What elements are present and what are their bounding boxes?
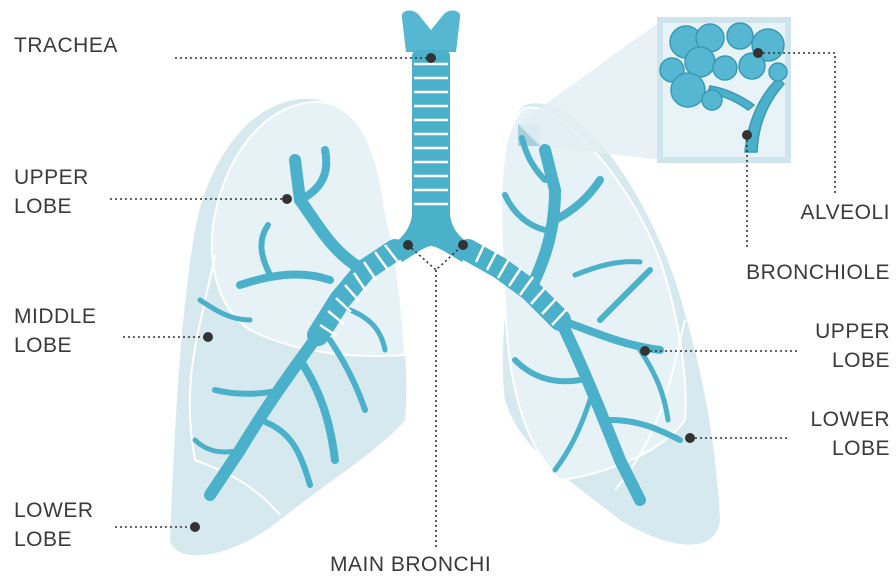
dot-main-bronchi-left [403, 240, 413, 250]
dot-trachea [426, 53, 436, 63]
dot-right-lower-lobe [685, 433, 695, 443]
dot-left-upper-lobe [282, 194, 292, 204]
trachea [392, 11, 472, 262]
dot-left-lower-lobe [190, 522, 200, 532]
label-alveoli-text: ALVEOLI [801, 201, 891, 224]
label-left-middle-lobe-line1: MIDDLE [14, 302, 96, 331]
label-trachea: TRACHEA [14, 31, 118, 60]
label-right-lower-lobe-line2: LOBE [810, 434, 890, 463]
label-left-upper-lobe-line2: LOBE [14, 192, 89, 221]
label-right-upper-lobe-line1: UPPER [815, 317, 890, 346]
label-left-middle-lobe-line2: LOBE [14, 331, 96, 360]
label-left-upper-lobe-line1: UPPER [14, 163, 89, 192]
dot-left-middle-lobe [203, 332, 213, 342]
label-left-lower-lobe-line1: LOWER [14, 496, 94, 525]
label-left-lower-lobe: LOWER LOBE [14, 496, 94, 554]
label-bronchiole: BRONCHIOLE [746, 258, 890, 287]
label-trachea-text: TRACHEA [14, 34, 118, 57]
dot-alveoli [753, 48, 763, 58]
label-main-bronchi-text: MAIN BRONCHI [330, 553, 491, 576]
dot-right-upper-lobe [640, 346, 650, 356]
label-right-upper-lobe: UPPER LOBE [815, 317, 890, 375]
label-right-lower-lobe-line1: LOWER [810, 405, 890, 434]
label-bronchiole-text: BRONCHIOLE [746, 261, 890, 284]
label-left-upper-lobe: UPPER LOBE [14, 163, 89, 221]
label-right-lower-lobe: LOWER LOBE [810, 405, 890, 463]
dot-bronchiole [742, 130, 752, 140]
dot-main-bronchi-right [458, 240, 468, 250]
label-left-middle-lobe: MIDDLE LOBE [14, 302, 96, 360]
label-right-upper-lobe-line2: LOBE [815, 346, 890, 375]
label-left-lower-lobe-line2: LOBE [14, 525, 94, 554]
zoom-callout-shade [518, 20, 662, 160]
label-alveoli: ALVEOLI [801, 198, 891, 227]
